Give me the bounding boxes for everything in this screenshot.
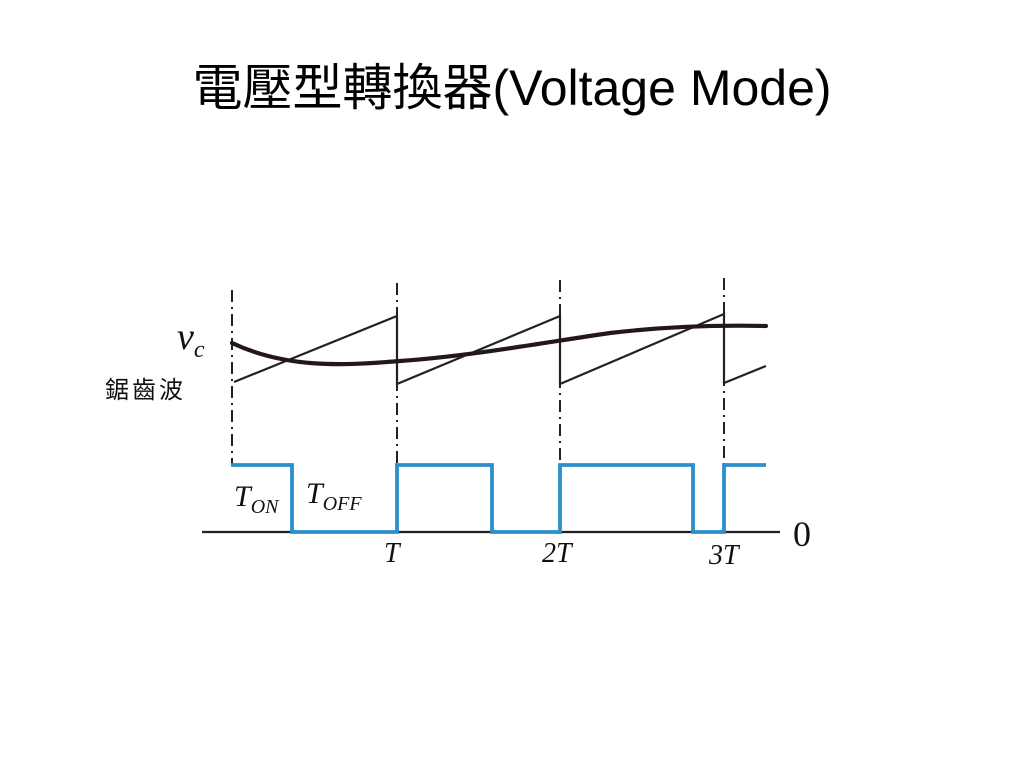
ton-label: TON <box>234 480 280 518</box>
tick-label-T: T <box>384 538 402 569</box>
sawtooth-wave <box>233 312 767 386</box>
toff-label: TOFF <box>306 477 362 515</box>
vc-label: vc <box>177 316 205 363</box>
zero-label: 0 <box>793 514 811 554</box>
toff-label-main: T <box>306 477 325 510</box>
pwm-pulse-train <box>231 463 766 534</box>
ton-label-main: T <box>234 480 253 513</box>
vc-label-subscript: c <box>194 337 205 363</box>
toff-label-subscript: OFF <box>323 493 363 515</box>
ton-label-subscript: ON <box>251 496 280 518</box>
control-voltage-curve <box>229 323 769 367</box>
slide-title: 電壓型轉換器(Voltage Mode) <box>192 60 832 116</box>
tick-label-2T: 2T <box>542 538 574 569</box>
vc-label-main: v <box>177 316 194 358</box>
period-markers <box>231 278 725 465</box>
tick-label-3T: 3T <box>708 540 741 571</box>
sawtooth-label: 鋸齒波 <box>105 376 186 404</box>
